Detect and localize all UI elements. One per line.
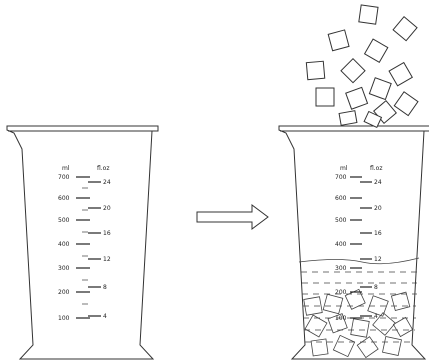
left-jug-floz-12: 12 <box>103 256 111 263</box>
crushed-ice-fill <box>298 257 420 359</box>
right-jug-ml-100: 100 <box>335 315 347 322</box>
ice-cube <box>363 110 383 129</box>
ice-cube <box>303 296 323 316</box>
left-jug-scale: ml fl.oz 700 600 500 400 300 200 100 24 … <box>58 165 111 322</box>
ice-cube <box>388 61 413 87</box>
ice-cube <box>327 313 348 334</box>
ice-cube <box>356 336 379 359</box>
ice-cube <box>358 4 379 25</box>
ice-cube <box>345 86 369 110</box>
right-jug-unit-floz: fl.oz <box>370 165 383 172</box>
right-jug-outline <box>278 125 429 360</box>
ice-cube <box>315 87 335 107</box>
falling-ice-cubes <box>305 4 419 129</box>
ice-cube <box>350 318 370 338</box>
ice-cube <box>390 291 411 312</box>
left-jug-floz-4: 4 <box>103 313 107 320</box>
right-jug-floz-8: 8 <box>374 284 378 291</box>
left-jug-unit-ml: ml <box>62 165 70 172</box>
right-jug-floz-24: 24 <box>374 179 382 186</box>
ice-cube <box>310 338 329 357</box>
left-jug-floz-24: 24 <box>103 179 111 186</box>
right-jug-floz-16: 16 <box>374 230 382 237</box>
ice-cube <box>368 77 392 101</box>
left-jug-ml-400: 400 <box>58 241 70 248</box>
right-jug-floz-20: 20 <box>374 205 382 212</box>
ice-cubes-in-jug <box>303 288 414 359</box>
right-jug-ml-500: 500 <box>335 217 347 224</box>
right-jug-floz-12: 12 <box>374 256 382 263</box>
ice-cube <box>367 295 389 317</box>
ice-cube <box>363 38 389 63</box>
ice-cube <box>305 60 326 81</box>
left-jug-ml-700: 700 <box>58 174 70 181</box>
left-jug-unit-floz: fl.oz <box>97 165 110 172</box>
right-jug-ml-700: 700 <box>335 174 347 181</box>
crushed-ice-dashes <box>301 271 418 343</box>
ice-cube <box>322 293 344 315</box>
left-jug-ml-600: 600 <box>58 195 70 202</box>
left-jug-ml-500: 500 <box>58 217 70 224</box>
right-arrow <box>196 204 269 230</box>
ice-cube <box>393 91 419 117</box>
left-jug-floz-16: 16 <box>103 230 111 237</box>
right-jug-floz-4: 4 <box>374 313 378 320</box>
right-jug-ml-600: 600 <box>335 195 347 202</box>
right-jug-unit-ml: ml <box>340 165 348 172</box>
right-jug <box>278 125 429 360</box>
left-jug <box>6 125 159 360</box>
ice-cube <box>392 316 414 338</box>
ice-cube <box>382 336 402 356</box>
left-jug-tick-marks <box>76 176 101 319</box>
left-jug-ml-200: 200 <box>58 289 70 296</box>
right-jug-tick-marks <box>350 176 372 319</box>
ice-cube <box>332 334 356 358</box>
right-jug-ml-200: 200 <box>335 289 347 296</box>
left-jug-floz-8: 8 <box>103 284 107 291</box>
right-jug-ml-300: 300 <box>335 265 347 272</box>
ice-cube <box>304 314 328 338</box>
liquid-surface <box>298 257 420 265</box>
ice-cube <box>372 312 396 336</box>
left-jug-outline <box>6 125 159 360</box>
ice-cube <box>327 29 350 52</box>
ice-cube <box>392 16 418 42</box>
left-jug-floz-20: 20 <box>103 205 111 212</box>
left-jug-ml-100: 100 <box>58 315 70 322</box>
right-jug-scale: ml fl.oz 700 600 500 400 300 200 100 24 … <box>335 165 383 322</box>
left-jug-ml-300: 300 <box>58 265 70 272</box>
left-jug-minor-ticks <box>82 187 88 305</box>
ice-cube <box>338 110 358 126</box>
ice-cube <box>340 57 366 84</box>
right-jug-ml-400: 400 <box>335 241 347 248</box>
